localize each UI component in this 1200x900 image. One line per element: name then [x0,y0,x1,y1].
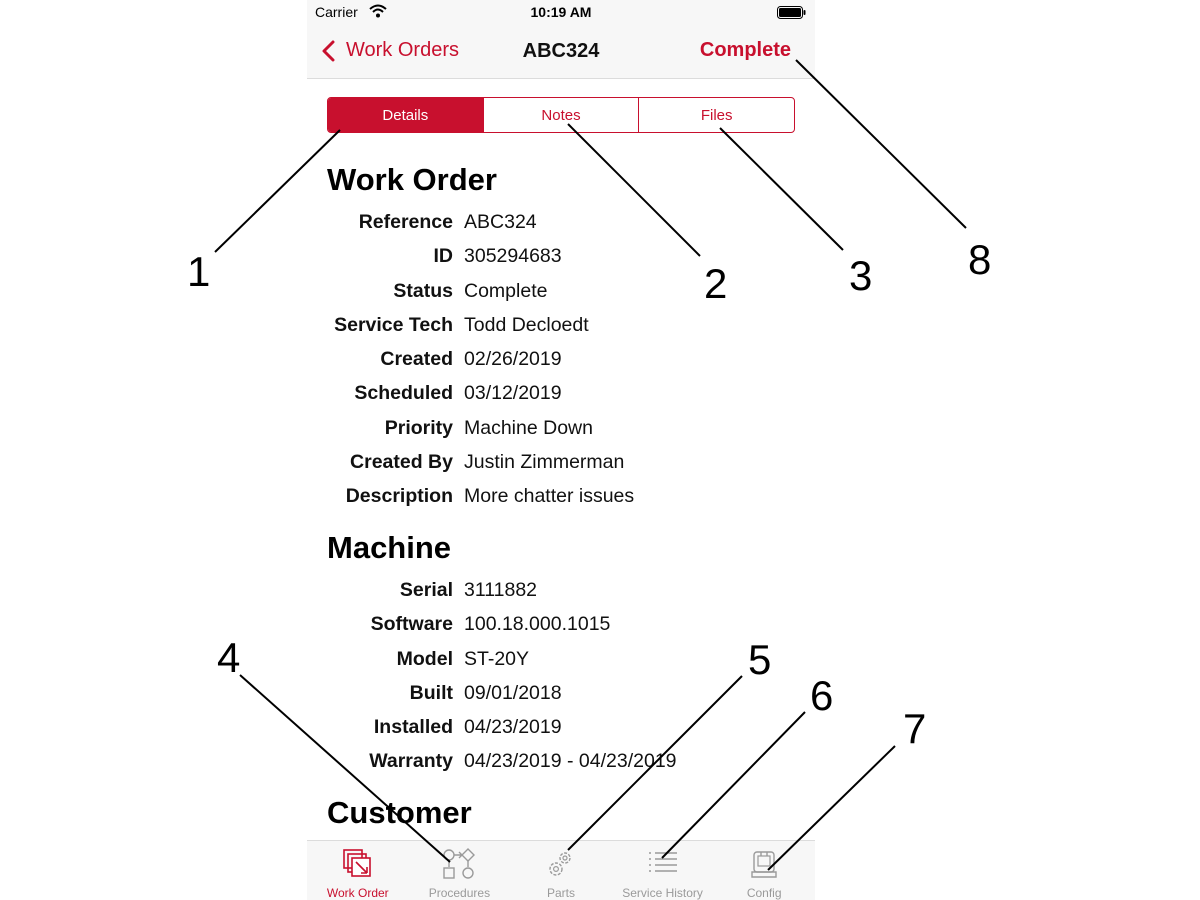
callout-line-5 [567,675,743,851]
detail-value: Justin Zimmerman [464,451,625,474]
tabbar-label: Procedures [428,886,491,900]
callout-line-1 [214,129,341,253]
detail-row: Warranty 04/23/2019 - 04/23/2019 [307,750,815,784]
detail-value: 03/12/2019 [464,382,562,405]
navigation-bar: Work Orders ABC324 Complete [307,24,815,79]
detail-value: 09/01/2018 [464,681,562,704]
wifi-icon [369,4,387,21]
tab-bar: Work Order Procedures Parts [307,840,815,900]
detail-row: Service Tech Todd Decloedt [307,314,815,348]
detail-label: Status [393,279,453,302]
detail-row: Built 09/01/2018 [307,682,815,716]
detail-value: 04/23/2019 - 04/23/2019 [464,750,677,773]
callout-number-1: 1 [187,248,211,295]
detail-row: Description More chatter issues [307,485,815,519]
carrier-label: Carrier [315,4,358,20]
detail-label: Created By [350,451,453,474]
detail-row: Installed 04/23/2019 [307,716,815,750]
detail-value: ABC324 [464,211,537,233]
callout-number-4: 4 [217,634,241,681]
detail-label: Description [345,485,453,508]
callout-number-8: 8 [968,236,992,283]
detail-label: Software [370,613,453,636]
tabbar-item-work-order[interactable]: Work Order [307,841,409,900]
detail-label: Scheduled [354,382,453,405]
detail-row: Software 100.18.000.1015 [307,613,815,647]
callout-line-3 [719,127,844,251]
detail-row: Scheduled 03/12/2019 [307,382,815,416]
tabbar-item-parts[interactable]: Parts [510,841,612,900]
tabbar-item-procedures[interactable]: Procedures [409,841,511,900]
detail-value: ST-20Y [464,647,530,670]
detail-row: Created By Justin Zimmerman [307,451,815,485]
detail-label: Created [380,348,453,371]
tab-files[interactable]: Files [638,98,794,132]
battery-icon [777,6,807,22]
segmented-control: Details Notes Files [327,97,795,133]
detail-value: 305294683 [464,245,562,268]
detail-row: Model ST-20Y [307,648,815,682]
detail-label: Installed [373,716,453,739]
tab-details[interactable]: Details [328,98,483,132]
page-title: ABC324 [522,40,600,62]
callout-line-7 [767,745,896,871]
work-order-icon [342,849,371,877]
parts-gears-icon [549,852,571,876]
clock: 10:19 AM [530,4,592,20]
detail-label: Reference [358,211,453,233]
callout-line-8 [795,59,967,229]
detail-value: 04/23/2019 [464,716,562,739]
detail-row: Status Complete [307,280,815,314]
chevron-left-icon [322,40,335,62]
customer-heading: Customer [327,795,472,830]
machine-details: Serial 3111882 Software 100.18.000.1015 Mo… [307,579,815,785]
detail-value: 02/26/2019 [464,348,562,371]
detail-row: Reference ABC324 [307,211,815,245]
work-order-heading: Work Order [327,162,497,197]
detail-row: Serial 3111882 [307,579,815,613]
machine-config-icon [751,851,777,878]
detail-label: Warranty [369,750,453,773]
tabbar-item-service-history[interactable]: Service History [612,841,714,900]
tabbar-label: Work Order [326,886,389,900]
machine-heading: Machine [327,530,452,565]
tabbar-item-config[interactable]: Config [713,841,815,900]
callout-line-6 [661,711,806,859]
tabbar-label: Service History [622,886,703,900]
status-bar: Carrier 10:19 AM [307,0,815,24]
callout-number-5: 5 [748,636,772,683]
detail-row: Priority Machine Down [307,417,815,451]
complete-button[interactable]: Complete [699,39,791,61]
detail-label: Built [409,681,453,704]
detail-value: More chatter issues [464,485,635,508]
callout-number-6: 6 [810,672,834,719]
detail-value: Todd Decloedt [464,313,589,336]
phone-screen: Carrier 10:19 AM Work Orders ABC324 Comp [307,0,815,900]
callout-number-7: 7 [903,705,927,752]
detail-label: ID [433,245,454,268]
tabbar-label: Parts [546,886,575,900]
back-button-label: Work Orders [346,39,459,61]
procedures-icon [443,848,476,879]
callout-number-3: 3 [849,252,873,299]
detail-value: 3111882 [464,579,538,601]
callout-line-4 [239,674,451,863]
callout-line-2 [567,123,701,257]
detail-label: Priority [384,416,453,439]
detail-value: 100.18.000.1015 [464,613,611,636]
tabbar-label: Config [746,886,782,900]
detail-label: Model [396,647,453,670]
detail-row: Created 02/26/2019 [307,348,815,382]
detail-value: Machine Down [464,416,593,439]
detail-label: Service Tech [334,313,453,336]
tab-notes[interactable]: Notes [482,98,639,132]
callout-number-2: 2 [704,260,728,307]
detail-row: ID 305294683 [307,245,815,279]
detail-value: Complete [464,279,548,302]
work-order-details: Reference ABC324 ID 305294683 Status Comple… [307,211,815,520]
detail-label: Serial [399,579,453,601]
